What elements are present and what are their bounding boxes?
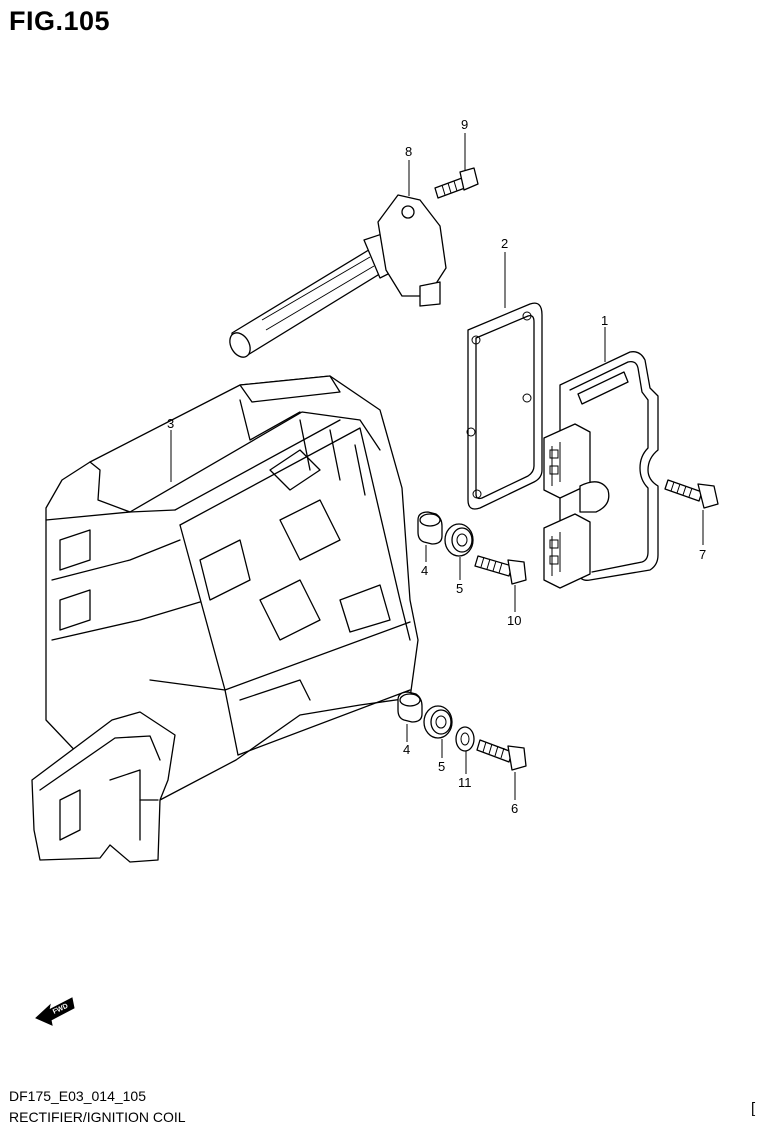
washer-part-11[interactable] [455, 726, 475, 752]
callout-3: 3 [167, 416, 174, 431]
callout-7: 7 [699, 547, 706, 562]
bracket-holder-part[interactable] [45, 375, 419, 801]
callout-10: 10 [507, 613, 521, 628]
gasket-part[interactable] [466, 302, 543, 510]
bolt-part-6[interactable] [476, 739, 527, 771]
callout-1: 1 [601, 313, 608, 328]
bolt-part-7[interactable] [664, 479, 719, 509]
bolt-part-10[interactable] [474, 555, 527, 585]
callout-5-lower: 5 [438, 759, 445, 774]
bolt-part-9[interactable] [434, 167, 479, 199]
callout-6: 6 [511, 801, 518, 816]
bushing-part-4-upper[interactable] [417, 511, 443, 545]
corner-bracket-mark: [ [751, 1100, 756, 1117]
callout-4-lower: 4 [403, 742, 410, 757]
rectifier-part[interactable] [543, 351, 659, 589]
callout-8: 8 [405, 144, 412, 159]
figure-code: DF175_E03_014_105 [9, 1088, 147, 1104]
bushing-part-4-lower[interactable] [397, 691, 423, 723]
fwd-arrow-icon: FWD [35, 997, 75, 1026]
ignition-coil-part[interactable] [226, 194, 447, 361]
callout-numbers: 1 2 3 4 5 10 4 5 11 6 7 8 9 [167, 117, 706, 816]
figure-title: FIG.105 [9, 6, 111, 36]
grommet-part-5-lower[interactable] [423, 705, 453, 739]
callout-4-upper: 4 [421, 563, 428, 578]
callout-9: 9 [461, 117, 468, 132]
callout-2: 2 [501, 236, 508, 251]
callout-5-upper: 5 [456, 581, 463, 596]
figure-name: RECTIFIER/IGNITION COIL [9, 1109, 186, 1125]
leader-lines [170, 133, 704, 800]
grommet-part-5-upper[interactable] [444, 523, 474, 557]
cover-part[interactable] [31, 711, 176, 863]
callout-11: 11 [458, 775, 472, 790]
